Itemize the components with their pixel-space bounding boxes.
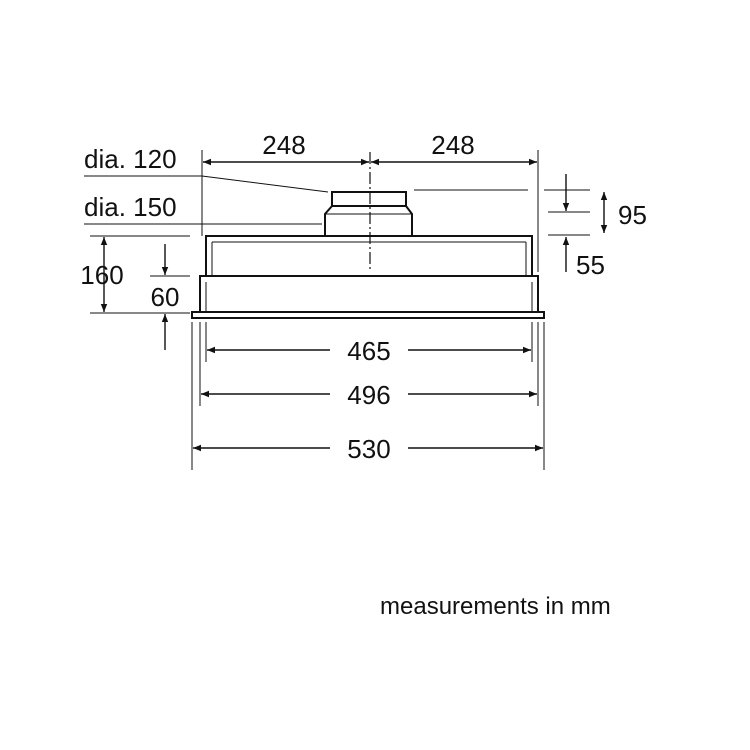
front-frame	[191, 311, 545, 319]
duct-offset-bottom-label: 55	[576, 250, 605, 280]
units-note: measurements in mm	[380, 593, 611, 620]
cutout-width-label: 465	[347, 336, 390, 366]
duct-diameter-callouts: dia. 120 dia. 150	[84, 144, 329, 225]
right-offset-dimensions: 95 55	[414, 174, 647, 280]
duct-diameter-outer-label: dia. 150	[84, 192, 177, 222]
bottom-width-dimensions: 465 496 530	[191, 322, 545, 470]
duct-diameter-inner-label: dia. 120	[84, 144, 177, 174]
half-width-left-label: 248	[262, 130, 305, 160]
left-height-dimensions: 160 60	[80, 235, 190, 350]
duct-collar-shoulder	[324, 205, 413, 237]
top-width-dimensions: 248 248	[201, 130, 539, 272]
lower-height-label: 60	[151, 282, 180, 312]
half-width-right-label: 248	[431, 130, 474, 160]
overall-width-label: 530	[347, 434, 390, 464]
duct-offset-top-label: 95	[618, 200, 647, 230]
hood-outline	[191, 191, 545, 319]
lower-housing	[199, 275, 539, 313]
total-height-label: 160	[80, 260, 123, 290]
duct-collar-top	[331, 191, 407, 207]
frame-width-label: 496	[347, 380, 390, 410]
